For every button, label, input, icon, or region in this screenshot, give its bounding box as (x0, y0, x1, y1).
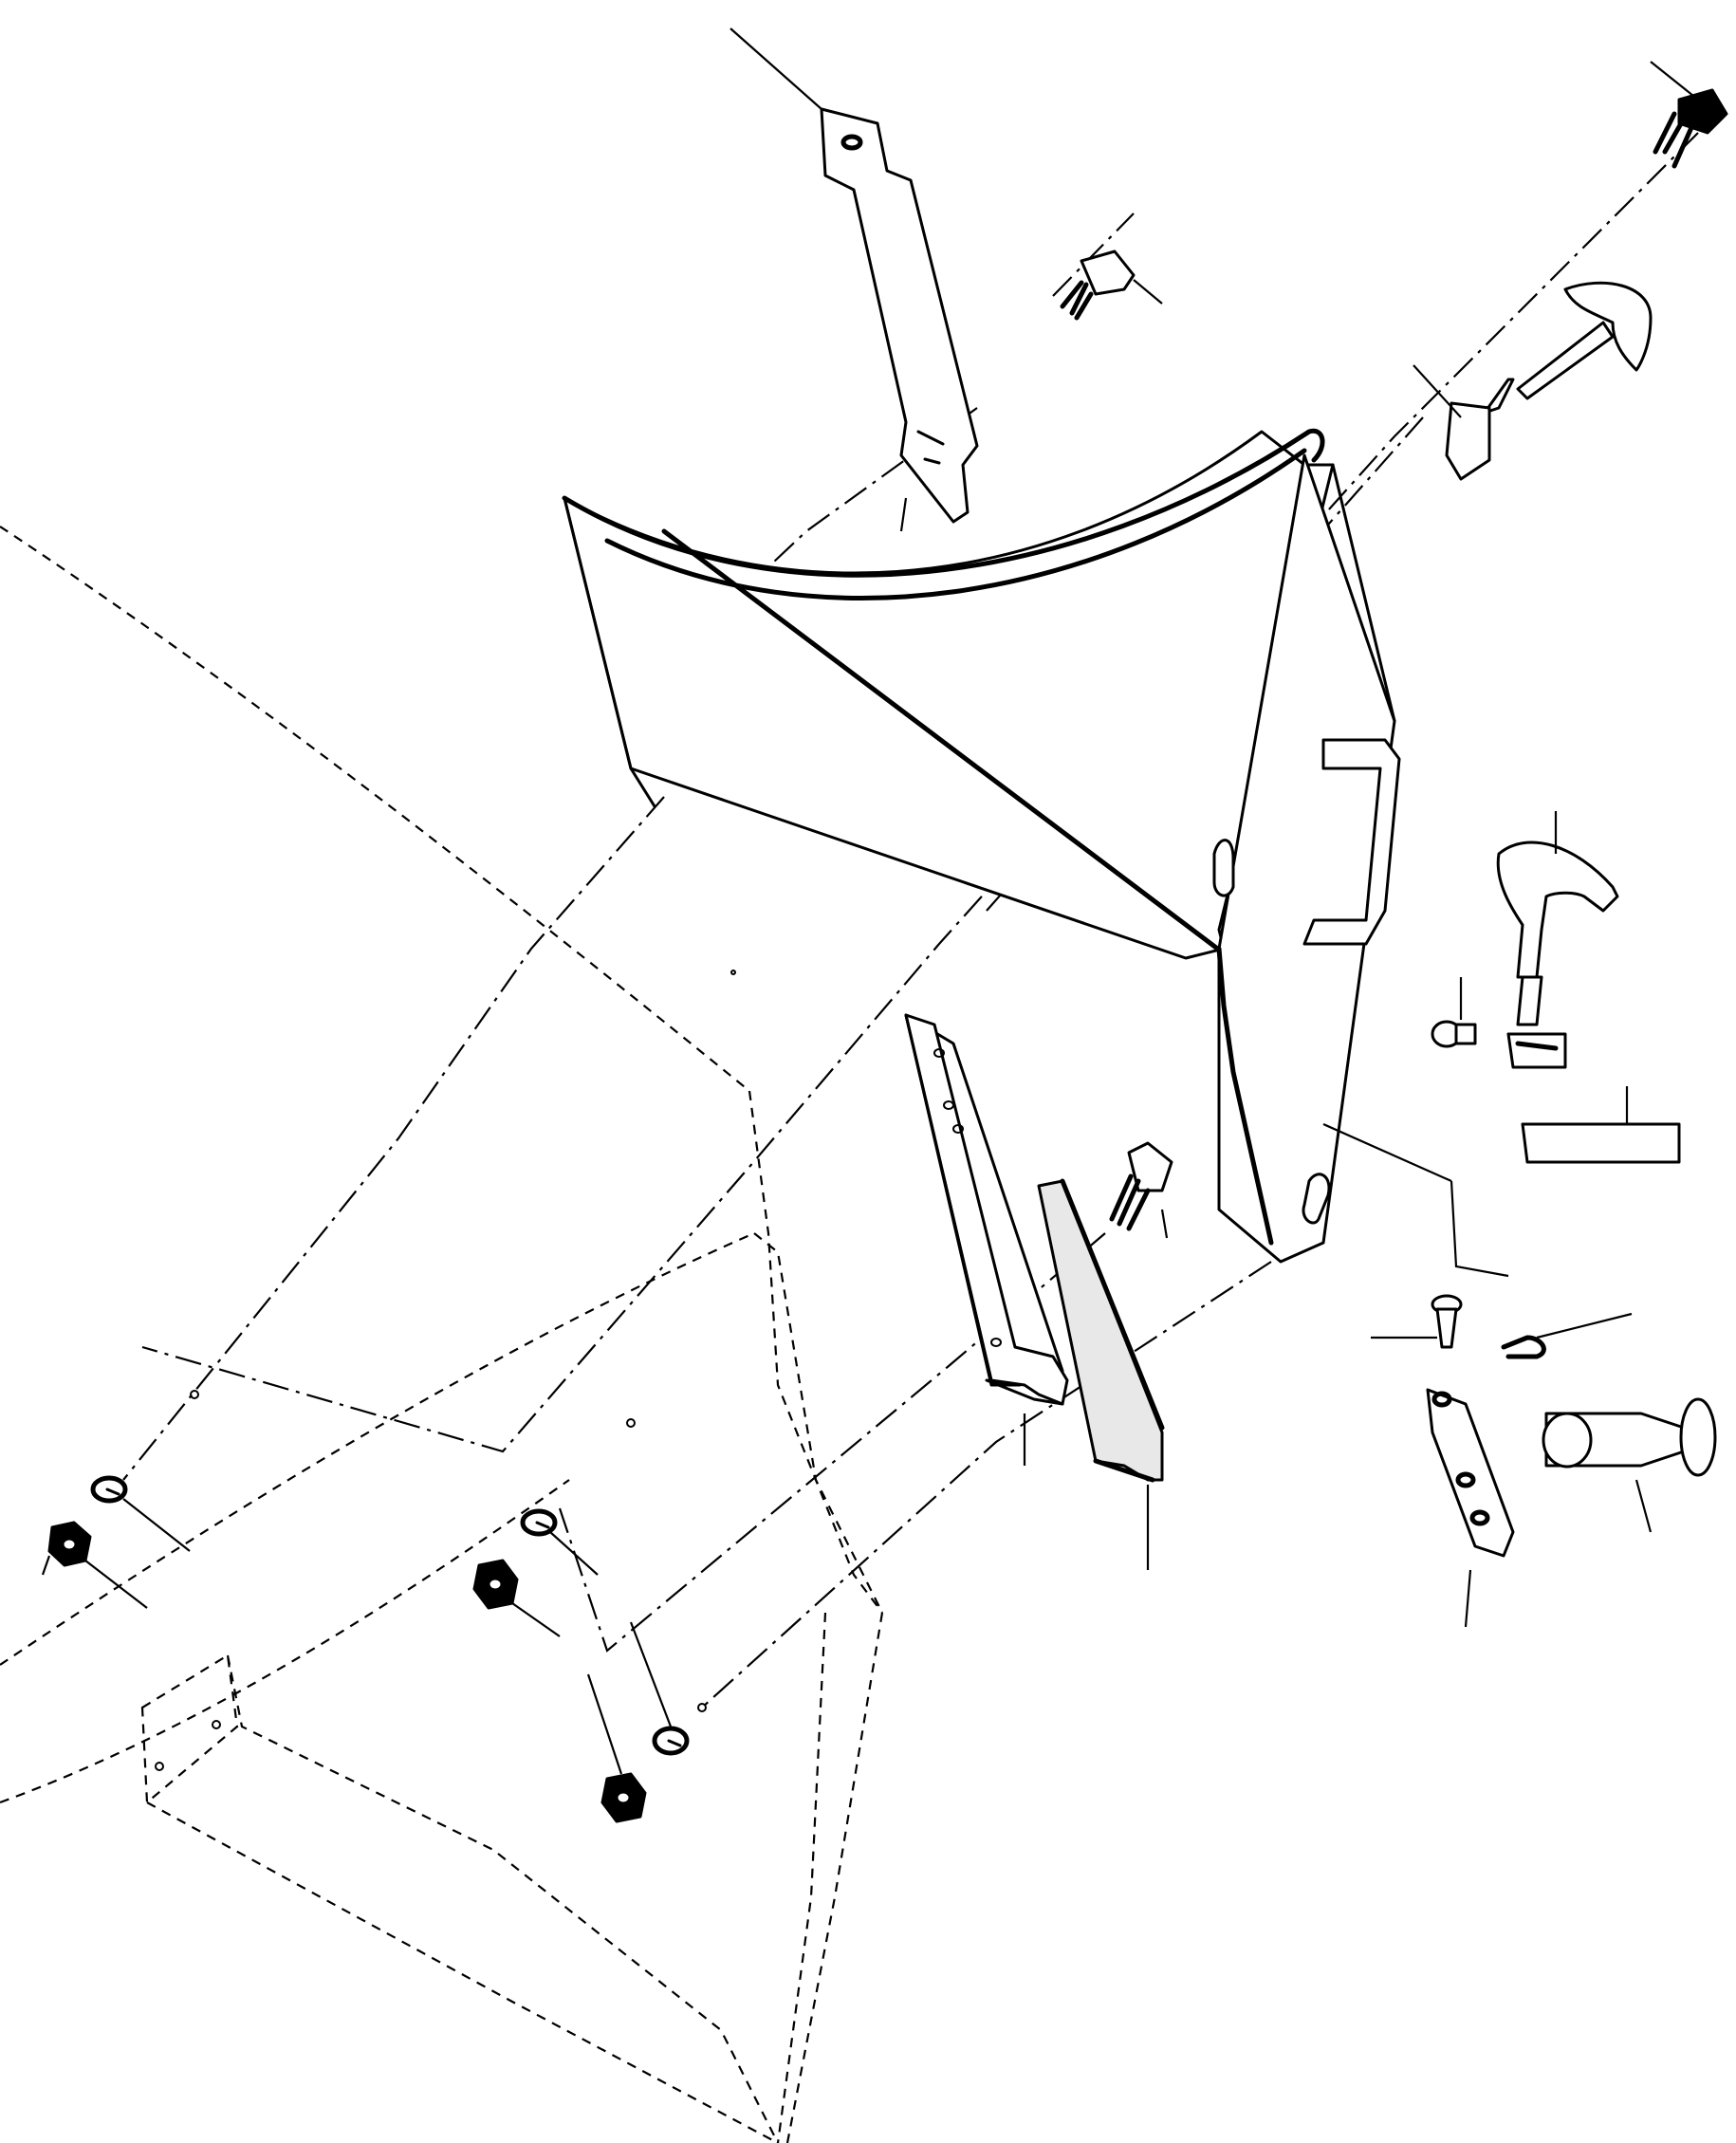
flat-strip (1037, 1178, 1165, 1570)
body-outline (0, 526, 884, 2143)
curved-shield-panel (562, 428, 1335, 960)
hinged-cover (1212, 453, 1509, 1278)
channel-bracket (904, 1013, 1069, 1466)
lock-washer-left (90, 1475, 191, 1552)
hinge-plate (1426, 1388, 1515, 1628)
hinge-pin (1371, 1294, 1463, 1349)
lock-washer-mid (520, 1508, 599, 1576)
rubber-block (1521, 1086, 1681, 1164)
bolt-top-right (1650, 61, 1728, 169)
rivet (1431, 977, 1477, 1048)
support-bracket (729, 28, 979, 532)
bolt-strip (1109, 1141, 1173, 1239)
handle (1302, 738, 1401, 946)
t-handle-latch (1496, 811, 1619, 1069)
hex-nut-low (586, 1673, 647, 1823)
cotter-pin (1501, 1312, 1633, 1359)
bolt-bracket (1060, 249, 1163, 321)
catch-knob (1542, 1397, 1717, 1533)
hood-latch-upper (1413, 281, 1653, 481)
hex-nut-left (41, 1521, 148, 1609)
lock-washer-low (629, 1621, 690, 1756)
hex-nut-mid (472, 1559, 561, 1637)
